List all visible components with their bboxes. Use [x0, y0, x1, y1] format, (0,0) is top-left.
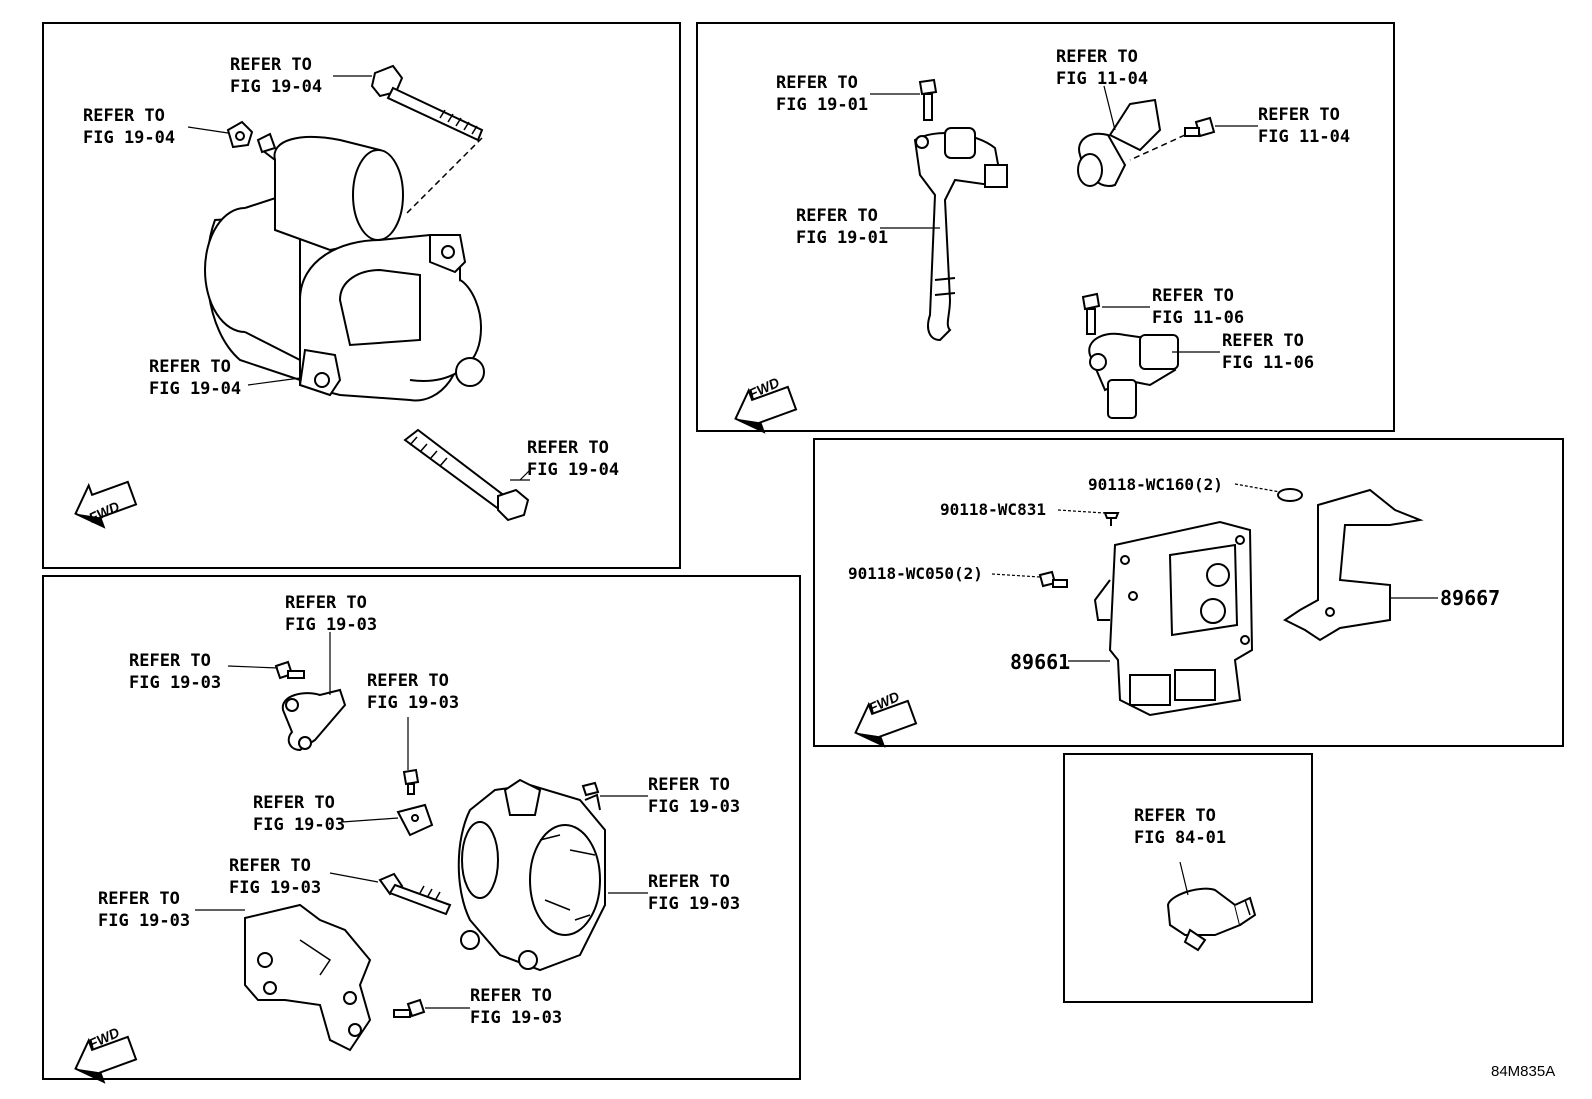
alternator-long-bolt [378, 872, 452, 916]
diagram-code: 84M835A [1491, 1063, 1556, 1080]
ignition-coil-bolt [918, 78, 938, 121]
alternator-nut [581, 781, 600, 797]
ecu-screw-wc831 [1103, 512, 1120, 526]
starter-bolt-bottom [403, 428, 530, 522]
ecu-bracket-drawing [1283, 488, 1424, 642]
upper-bracket-bolt [274, 660, 305, 680]
starter-motor-drawing [204, 136, 485, 402]
starter-panel-frame [42, 22, 681, 569]
ignition-coil-drawing [913, 127, 1008, 342]
part-number-89661: 89661 [1010, 650, 1071, 674]
starter-bolt-leader [404, 137, 483, 216]
cam-sensor-bolt [1081, 292, 1101, 335]
starter-leaders [187, 75, 531, 481]
starter-nut [226, 120, 254, 149]
part-number-90118-wc160: 90118-WC160(2) [1088, 475, 1223, 494]
ecu-leaders [991, 483, 1438, 662]
ecu-screw-wc160 [1277, 488, 1303, 502]
ecu-screw-wc050 [1038, 570, 1068, 588]
small-bracket [396, 803, 434, 837]
cam-sensor-drawing [1088, 332, 1179, 419]
alternator-leaders [195, 632, 648, 1009]
oil-pressure-switch-drawing [1166, 887, 1257, 952]
crank-sensor-dash [1129, 134, 1186, 161]
alternator-panel-frame [42, 575, 801, 1080]
ignition-panel-frame [696, 22, 1395, 432]
ecu-drawing [1093, 520, 1254, 717]
part-number-90118-wc831: 90118-WC831 [940, 500, 1046, 519]
starter-bolt-top [370, 64, 484, 142]
lower-bracket [244, 903, 372, 1052]
part-number-89667: 89667 [1440, 586, 1501, 610]
upper-bracket [281, 688, 347, 752]
ecu-panel-frame [813, 438, 1564, 747]
starter-stud [256, 132, 277, 154]
part-number-90118-wc050: 90118-WC050(2) [848, 564, 983, 583]
crank-sensor-drawing [1077, 98, 1162, 187]
switch-leader [1179, 861, 1189, 896]
alternator-drawing [457, 778, 606, 972]
small-bracket-bolt [402, 768, 420, 795]
ignition-leaders [870, 85, 1258, 353]
switch-panel-frame [1063, 753, 1313, 1003]
crank-sensor-bolt [1184, 116, 1216, 138]
lower-bracket-bolt [393, 998, 426, 1018]
